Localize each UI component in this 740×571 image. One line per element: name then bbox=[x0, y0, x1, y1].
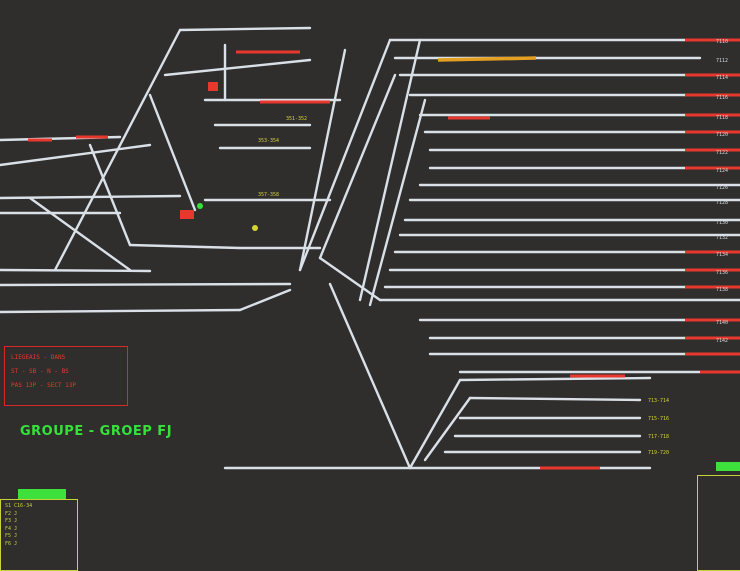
exit-label: 7134 bbox=[716, 252, 728, 258]
right-exit-labels: 7110 7112 7114 7116 7118 7120 7122 7124 … bbox=[716, 39, 728, 344]
exit-label: 7130 bbox=[716, 220, 728, 226]
group-title: GROUPE - GROEP FJ bbox=[20, 424, 173, 439]
exit-label: 7116 bbox=[716, 95, 728, 101]
center-fan bbox=[238, 38, 427, 470]
main-parallel-tracks bbox=[378, 38, 740, 374]
exit-label: 7138 bbox=[716, 287, 728, 293]
right-info-panel bbox=[697, 475, 740, 571]
exit-label: 7122 bbox=[716, 150, 728, 156]
message-line: F2 J bbox=[5, 510, 18, 517]
message-line: F4 J bbox=[5, 525, 18, 532]
status-indicator[interactable] bbox=[716, 462, 740, 471]
exit-label: 719-720 bbox=[648, 450, 669, 456]
exit-label: 7114 bbox=[716, 75, 728, 81]
right-exit-occupancy bbox=[685, 38, 740, 374]
legend-line: PAS 13P - SECT 13P bbox=[11, 382, 77, 389]
exit-label: 7110 bbox=[716, 39, 728, 45]
yard-label: 357-358 bbox=[258, 192, 279, 198]
message-line: F5 J bbox=[5, 533, 18, 539]
exit-label: 7140 bbox=[716, 320, 728, 326]
exit-label: 7128 bbox=[716, 200, 728, 206]
exit-label: 717-718 bbox=[648, 434, 669, 440]
exit-label: 7126 bbox=[716, 185, 728, 191]
left-approach-tracks bbox=[0, 135, 292, 287]
lower-tracks bbox=[0, 288, 652, 470]
exit-label: 715-716 bbox=[648, 416, 669, 422]
yard-label: 351-352 bbox=[286, 116, 307, 122]
exit-label: 7124 bbox=[716, 168, 728, 174]
exit-label: 7132 bbox=[716, 235, 728, 241]
crossover-diagonals bbox=[28, 26, 342, 272]
message-panel: S1 C16-34 F2 J F3 J F4 J F5 J F6 J bbox=[0, 499, 78, 571]
exit-label: 713-714 bbox=[648, 398, 669, 404]
exit-label: 7112 bbox=[716, 58, 728, 64]
exit-label: 7120 bbox=[716, 132, 728, 138]
bottom-exit-labels: 713-714 715-716 717-718 719-720 bbox=[648, 398, 669, 456]
legend-box: LIEGEAIS - DANS ST - SB - N - BS PAS 13P… bbox=[4, 346, 128, 406]
message-line: S1 C16-34 bbox=[5, 503, 33, 509]
yard-labels: 351-352 353-354 357-358 bbox=[258, 116, 307, 198]
exit-label: 7142 bbox=[716, 338, 728, 344]
exit-label: 7136 bbox=[716, 270, 728, 276]
yard-label: 353-354 bbox=[258, 138, 279, 144]
exit-label: 7118 bbox=[716, 115, 728, 121]
message-panel-header[interactable] bbox=[18, 489, 66, 499]
legend-line: LIEGEAIS - DANS bbox=[11, 354, 66, 361]
message-line: F6 J bbox=[5, 540, 18, 547]
legend-line: ST - SB - N - BS bbox=[11, 368, 69, 375]
message-line: F3 J bbox=[5, 518, 18, 524]
signal-markers bbox=[180, 82, 258, 231]
